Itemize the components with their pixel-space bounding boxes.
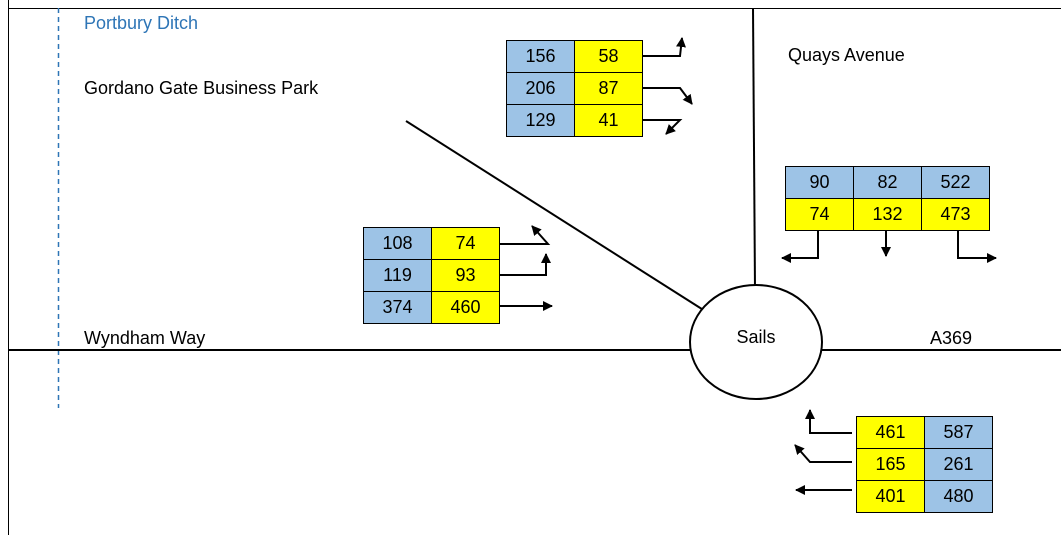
a369-cell: 480 [925, 481, 993, 513]
a369-cell: 401 [857, 481, 925, 513]
gordano-label: Gordano Gate Business Park [84, 78, 319, 98]
quays-cell: 522 [922, 167, 990, 199]
wyndham-cell: 108 [364, 228, 432, 260]
gordano-cell: 58 [575, 41, 643, 73]
gordano-cell: 206 [507, 73, 575, 105]
sails-roundabout [689, 284, 823, 400]
gordano-flow-table: 156 58 206 87 129 41 [506, 40, 643, 137]
a369-cell: 587 [925, 417, 993, 449]
quays-flow-table: 90 82 522 74 132 473 [785, 166, 990, 231]
wyndham-cell: 460 [432, 292, 500, 324]
quays-cell: 82 [854, 167, 922, 199]
quays-cell: 90 [786, 167, 854, 199]
wyndham-flow-table: 108 74 119 93 374 460 [363, 227, 500, 324]
quays-arrow-left [781, 230, 819, 263]
sails-label: Sails [736, 327, 776, 347]
wyndham-arrow-up [500, 253, 551, 276]
wyndham-arrow-upleft [500, 225, 551, 245]
a369-cell: 461 [857, 417, 925, 449]
gordano-cell: 156 [507, 41, 575, 73]
quays-avenue-label: Quays Avenue [788, 45, 905, 65]
gordano-cell: 129 [507, 105, 575, 137]
gordano-cell: 41 [575, 105, 643, 137]
quays-avenue-road [752, 7, 756, 291]
a369-flow-table: 461 587 165 261 401 480 [856, 416, 993, 513]
a369-arrow-up [805, 409, 852, 434]
wyndham-cell: 74 [432, 228, 500, 260]
a369-arrow-upleft [794, 444, 852, 463]
a369-arrows [794, 409, 852, 495]
quays-cell: 473 [922, 199, 990, 231]
a369-label: A369 [930, 328, 973, 348]
quays-cell: 74 [786, 199, 854, 231]
gordano-arrow-down [642, 119, 683, 135]
a369-cell: 261 [925, 449, 993, 481]
gordano-cell: 87 [575, 73, 643, 105]
gordano-road [405, 120, 706, 312]
wyndham-way-label: Wyndham Way [84, 328, 206, 348]
wyndham-arrows [500, 225, 553, 311]
wyndham-cell: 93 [432, 260, 500, 292]
gordano-arrow-right [642, 87, 693, 105]
quays-arrow-right [957, 230, 997, 263]
quays-arrows [781, 230, 997, 263]
wyndham-cell: 374 [364, 292, 432, 324]
portbury-ditch-label: Portbury Ditch [84, 13, 199, 33]
quays-cell: 132 [854, 199, 922, 231]
gordano-arrow-up [642, 37, 686, 57]
gordano-arrows [642, 37, 693, 135]
wyndham-cell: 119 [364, 260, 432, 292]
a369-cell: 165 [857, 449, 925, 481]
